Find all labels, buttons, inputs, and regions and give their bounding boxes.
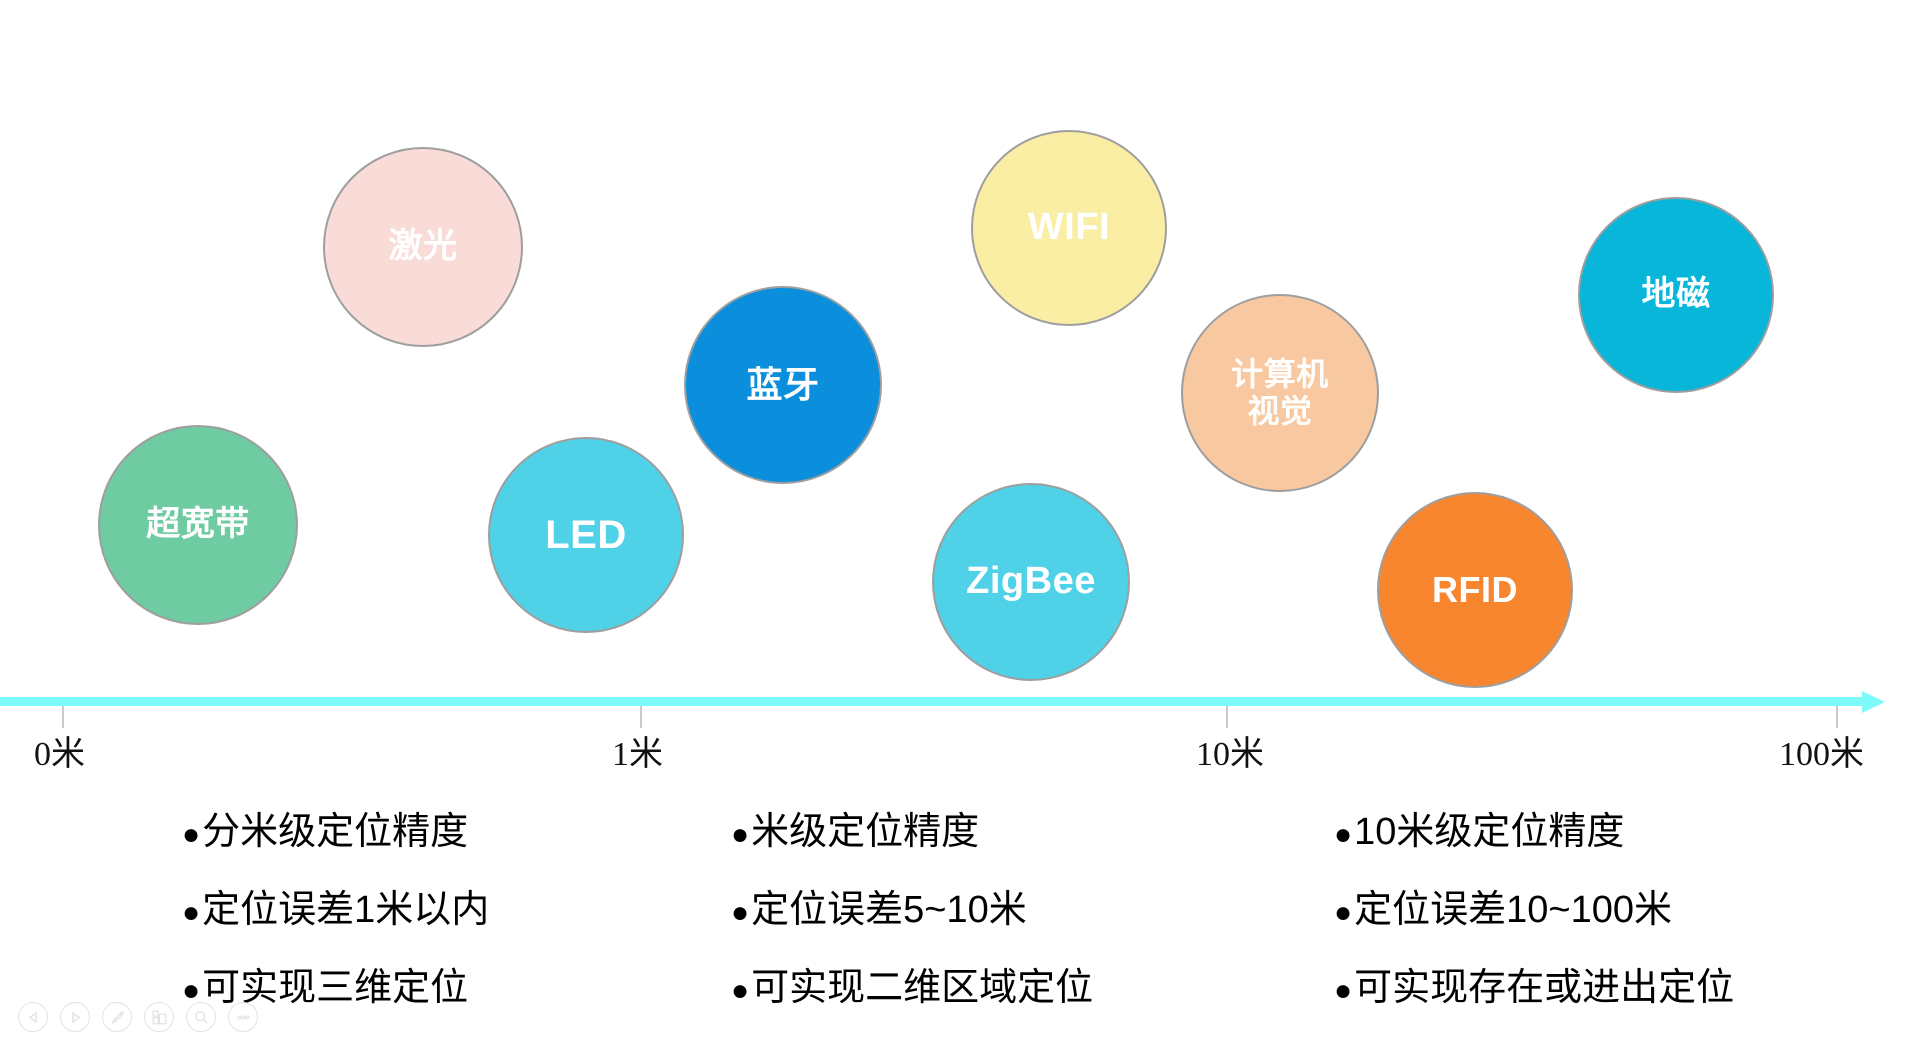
bullet-dot-icon: ● <box>1334 896 1353 929</box>
bullet-dot-icon: ● <box>182 818 201 851</box>
bubble-rfid[interactable]: RFID <box>1377 492 1573 688</box>
bullet-dot-icon: ● <box>1334 818 1353 851</box>
next-icon <box>69 1011 82 1024</box>
previous-button[interactable] <box>18 1002 48 1032</box>
previous-icon <box>27 1011 40 1024</box>
bullet-label: 10米级定位精度 <box>1354 811 1625 853</box>
bubble-uwb[interactable]: 超宽带 <box>98 425 298 625</box>
bullet-item: ● 定位误差5~10米 <box>731 878 1093 933</box>
bullet-item: ● 10米级定位精度 <box>1334 800 1734 855</box>
bubble-label: 超宽带 <box>146 505 250 544</box>
bullet-label: 分米级定位精度 <box>202 811 469 853</box>
bullet-label: 定位误差10~100米 <box>1354 889 1672 931</box>
bullet-dot-icon: ● <box>182 974 201 1007</box>
bullet-label: 定位误差5~10米 <box>751 889 1027 931</box>
bullet-column-decimeter: ● 分米级定位精度 ● 定位误差1米以内 ● 可实现三维定位 <box>182 800 489 1034</box>
more-button[interactable] <box>228 1002 258 1032</box>
bubble-label: LED <box>545 513 627 557</box>
bullet-item: ● 分米级定位精度 <box>182 800 489 855</box>
bubble-geomagnetic[interactable]: 地磁 <box>1578 197 1774 393</box>
axis-tick <box>62 706 64 728</box>
bubble-laser[interactable]: 激光 <box>323 147 523 347</box>
bullet-item: ● 可实现存在或进出定位 <box>1334 956 1734 1011</box>
bubble-bluetooth[interactable]: 蓝牙 <box>684 286 882 484</box>
bullet-dot-icon: ● <box>731 974 750 1007</box>
pen-icon <box>109 1009 126 1026</box>
presentation-toolbar <box>18 1002 258 1032</box>
bubble-label: RFID <box>1432 569 1518 611</box>
axis-tick <box>640 706 642 728</box>
axis-tick-label-10m: 10米 <box>1196 736 1264 773</box>
bullet-item: ● 可实现二维区域定位 <box>731 956 1093 1011</box>
bubble-label: 蓝牙 <box>746 364 820 406</box>
bullet-label: 米级定位精度 <box>751 811 980 853</box>
axis-line <box>0 697 1868 706</box>
bullet-label: 可实现存在或进出定位 <box>1354 967 1735 1009</box>
bubble-zigbee[interactable]: ZigBee <box>932 483 1130 681</box>
bubble-label: 计算机 视觉 <box>1231 356 1329 429</box>
next-button[interactable] <box>60 1002 90 1032</box>
bullet-dot-icon: ● <box>731 896 750 929</box>
bubble-label: 地磁 <box>1641 275 1711 314</box>
axis <box>0 690 1913 728</box>
bullet-item: ● 米级定位精度 <box>731 800 1093 855</box>
bullet-label: 可实现二维区域定位 <box>751 967 1094 1009</box>
axis-tick <box>1226 706 1228 728</box>
axis-tick-label-1m: 1米 <box>612 736 663 773</box>
duplicate-button[interactable] <box>144 1002 174 1032</box>
axis-tick-label-0m: 0米 <box>34 736 85 773</box>
bullet-item: ● 定位误差10~100米 <box>1334 878 1734 933</box>
bullet-dot-icon: ● <box>182 896 201 929</box>
bubble-led[interactable]: LED <box>488 437 684 633</box>
axis-arrow-icon <box>1862 691 1885 713</box>
bubble-label: ZigBee <box>966 560 1096 603</box>
bubble-wifi[interactable]: WIFI <box>971 130 1167 326</box>
pen-button[interactable] <box>102 1002 132 1032</box>
bullet-column-ten-meter: ● 10米级定位精度 ● 定位误差10~100米 ● 可实现存在或进出定位 <box>1334 800 1734 1034</box>
axis-tick <box>1836 706 1838 728</box>
zoom-button[interactable] <box>186 1002 216 1032</box>
bullet-dot-icon: ● <box>731 818 750 851</box>
bubble-label: WIFI <box>1027 206 1111 249</box>
bullet-item: ● 定位误差1米以内 <box>182 878 489 933</box>
more-icon <box>235 1009 252 1026</box>
axis-tick-label-100m: 100米 <box>1779 736 1864 773</box>
bullet-column-meter: ● 米级定位精度 ● 定位误差5~10米 ● 可实现二维区域定位 <box>731 800 1093 1034</box>
bullet-dot-icon: ● <box>1334 974 1353 1007</box>
bubble-computer-vision[interactable]: 计算机 视觉 <box>1181 294 1379 492</box>
zoom-icon <box>193 1009 210 1026</box>
bubble-label: 激光 <box>388 227 458 266</box>
duplicate-icon <box>151 1009 168 1026</box>
bullet-label: 定位误差1米以内 <box>202 889 490 931</box>
